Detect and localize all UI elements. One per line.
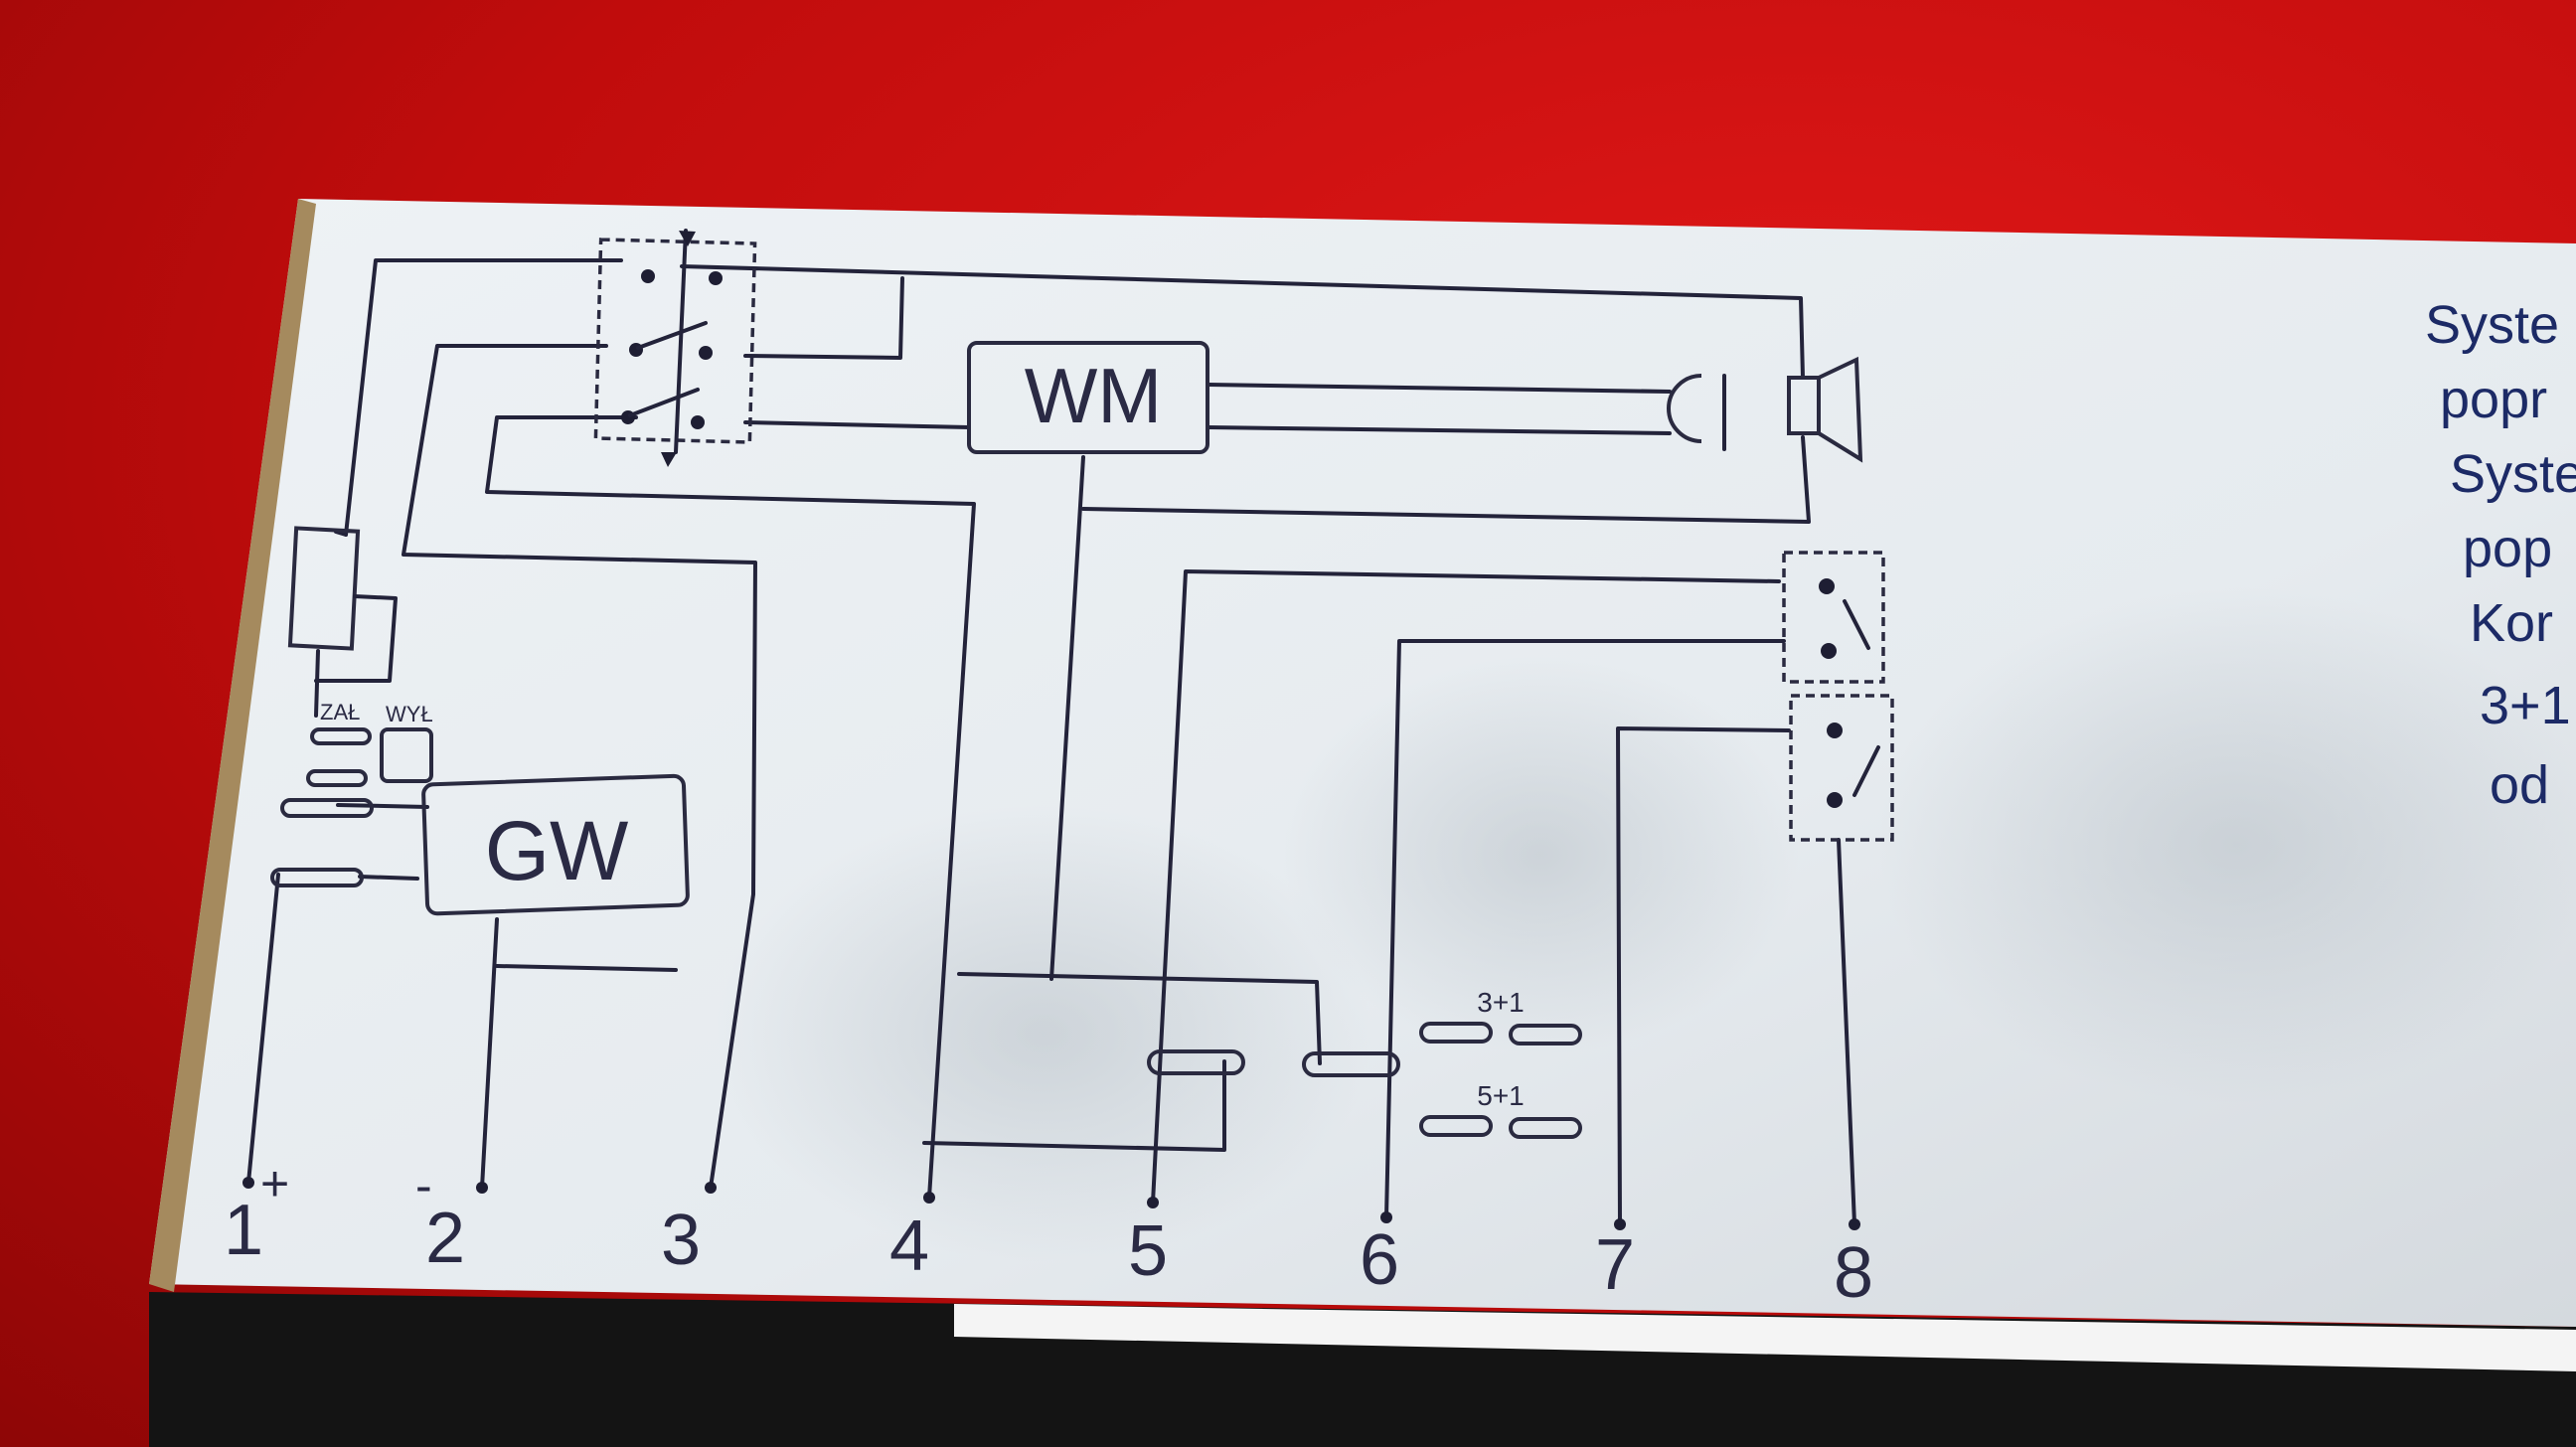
shadow-3	[1878, 586, 2576, 1103]
terminal-4: 4	[889, 1206, 929, 1286]
terminal-2: 2	[425, 1199, 465, 1278]
box-white-strip	[954, 1304, 2576, 1371]
switch-block	[593, 229, 757, 467]
wm-label: WM	[1025, 352, 1163, 439]
side-text-2: popr	[2440, 370, 2547, 429]
contact-switch-lower	[1789, 694, 1894, 842]
shadow-1	[716, 805, 1371, 1262]
zal-label: ZAŁ	[320, 700, 360, 724]
wm-box	[967, 341, 1209, 454]
side-text-3: Syste	[2450, 444, 2576, 504]
side-text-6: 3+1	[2480, 676, 2571, 735]
side-text-5: Kor	[2470, 593, 2553, 653]
terminal-6: 6	[1360, 1220, 1399, 1300]
side-text-4: pop	[2463, 519, 2552, 578]
shadow-2	[1282, 656, 1799, 1053]
terminal-3: 3	[661, 1201, 701, 1280]
option-5plus1-label: 5+1	[1477, 1080, 1525, 1111]
speaker-icon	[1787, 356, 1863, 463]
terminal-8: 8	[1834, 1233, 1873, 1313]
gw-label: GW	[485, 804, 629, 897]
terminal-5: 5	[1128, 1211, 1168, 1291]
terminal-7: 7	[1595, 1225, 1635, 1305]
plus-sign: +	[260, 1156, 289, 1211]
card-left-edge	[149, 199, 316, 1292]
terminal-1: 1	[224, 1191, 263, 1270]
circuit-wires	[246, 258, 1856, 1226]
side-text-1: Syste	[2425, 295, 2559, 355]
side-text-7: od	[2490, 755, 2549, 815]
gw-box	[421, 773, 690, 916]
minus-sign: -	[415, 1158, 432, 1213]
option-3plus1-label: 3+1	[1477, 987, 1525, 1018]
zal-wyl-jumpers	[270, 727, 433, 887]
resistor	[287, 526, 361, 651]
option-jumpers	[1147, 1022, 1582, 1139]
contact-switch-upper	[1782, 551, 1885, 684]
wyl-label: WYŁ	[386, 702, 433, 726]
microphone-icon	[1667, 374, 1726, 451]
terminal-dots	[242, 1177, 1860, 1230]
